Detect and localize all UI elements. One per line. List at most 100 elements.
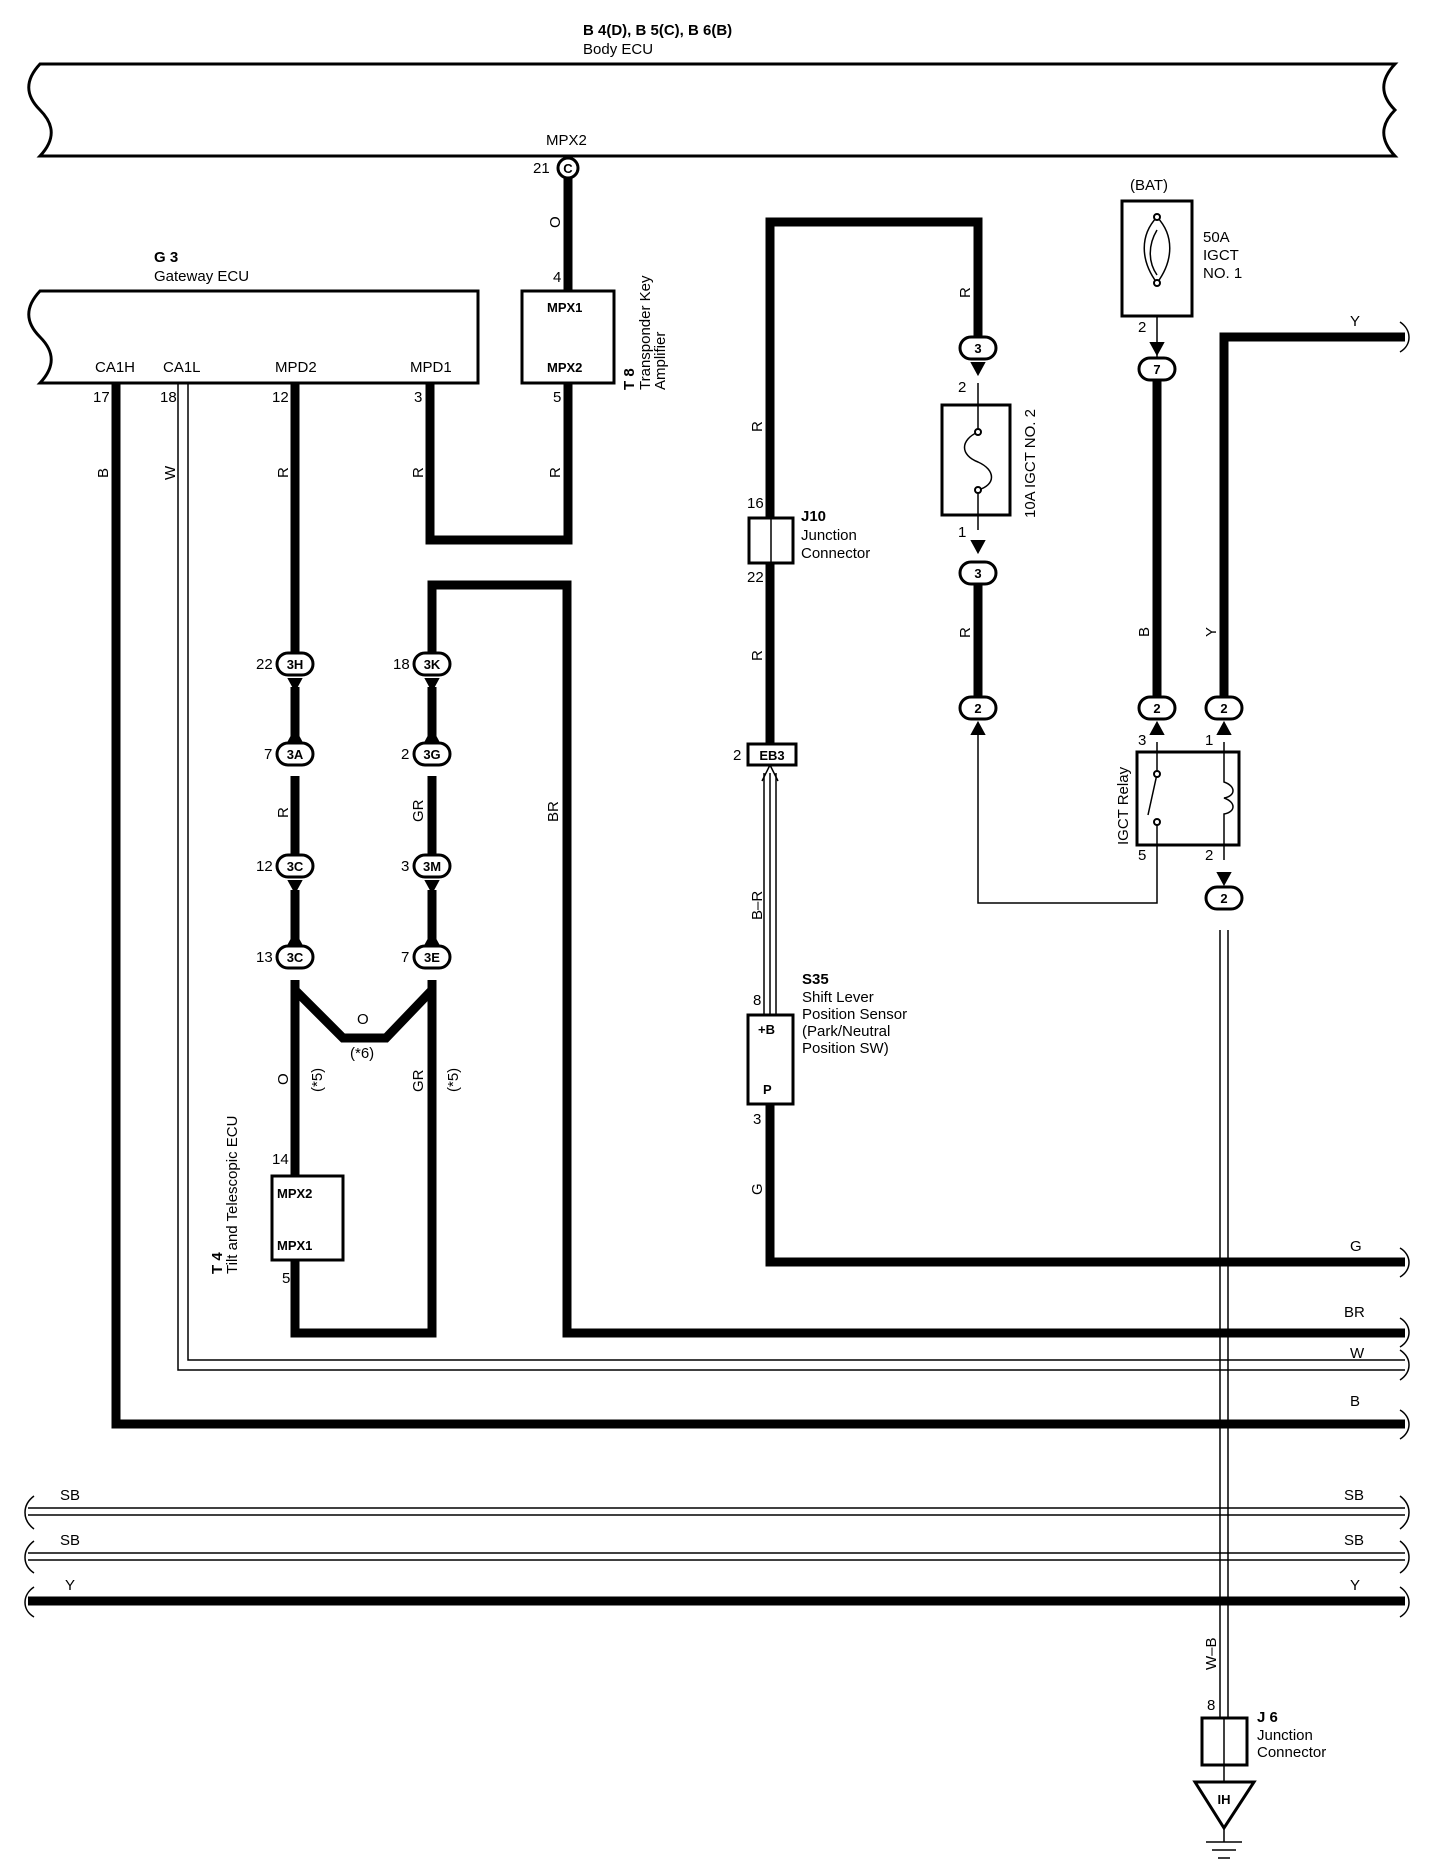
svg-text:22: 22 (256, 656, 273, 673)
svg-text:10A IGCT NO. 2: 10A IGCT NO. 2 (1022, 409, 1039, 518)
svg-text:S35: S35 (802, 971, 829, 988)
svg-text:3: 3 (753, 1111, 761, 1128)
connector-3a: 3A 7 (264, 741, 315, 767)
bus-label-sb1-left: SB (60, 1487, 80, 1504)
svg-text:3H: 3H (287, 657, 304, 672)
svg-text:P: P (763, 1082, 772, 1097)
svg-text:18: 18 (393, 656, 410, 673)
svg-text:2: 2 (1220, 701, 1227, 716)
bus-label-b: B (1350, 1393, 1360, 1410)
connector-3e: 3E 7 (401, 944, 452, 970)
svg-text:5: 5 (1138, 847, 1146, 864)
transponder-term-bottom: MPX2 (547, 360, 582, 375)
svg-text:3C: 3C (287, 950, 304, 965)
connector-relay-right: 2 (1204, 695, 1244, 721)
svg-text:Junction: Junction (801, 527, 857, 544)
connector-relay-left: 2 (1137, 695, 1177, 721)
svg-text:7: 7 (401, 949, 409, 966)
gateway-ecu-code: G 3 (154, 249, 178, 266)
svg-text:14: 14 (272, 1151, 289, 1168)
connector-chain-right: 3K 18 3G 2 3M 3 3E 7 (393, 651, 452, 970)
svg-text:2: 2 (974, 701, 981, 716)
gateway-terminal-mpd2: MPD2 (275, 359, 317, 376)
bus-break-marks (24, 321, 1410, 1618)
svg-text:MPX1: MPX1 (277, 1238, 312, 1253)
wire-label-r-3a: R (275, 807, 292, 818)
svg-text:3G: 3G (423, 747, 440, 762)
svg-text:IGCT: IGCT (1203, 247, 1239, 264)
gateway-terminal-mpd1: MPD1 (410, 359, 452, 376)
connector-relay-bottom: 2 (1204, 885, 1244, 911)
wire-label-g-s35: G (749, 1183, 766, 1195)
transponder-pin-top: 4 (553, 269, 561, 286)
wire-label-b-r: B–R (749, 891, 766, 920)
transponder-term-top: MPX1 (547, 300, 582, 315)
svg-text:12: 12 (256, 858, 273, 875)
svg-text:Shift Lever: Shift Lever (802, 989, 874, 1006)
transponder-key-amplifier: MPX1 MPX2 4 5 T 8 Transponder Key Amplif… (520, 269, 669, 406)
eb3-connector: EB3 2 (733, 742, 798, 767)
body-ecu-name: Body ECU (583, 41, 653, 58)
connector-fuse-bottom: 3 (958, 560, 998, 586)
gateway-terminal-ca1l: CA1L (163, 359, 201, 376)
transponder-pin-bottom: 5 (553, 389, 561, 406)
svg-text:MPX2: MPX2 (277, 1186, 312, 1201)
svg-text:3: 3 (401, 858, 409, 875)
bus-label-w: W (1350, 1345, 1365, 1362)
svg-text:3C: 3C (287, 859, 304, 874)
transponder-name-1: Transponder Key (637, 275, 654, 390)
svg-text:J 6: J 6 (1257, 1709, 1278, 1726)
svg-text:J10: J10 (801, 508, 826, 525)
connector-bat: 7 (1137, 356, 1177, 382)
wire-label-gr-note: (*5) (445, 1068, 462, 1092)
connector-fuse-top: 3 (958, 335, 998, 361)
wire-label-r-fuse-bottom: R (957, 627, 974, 638)
svg-text:3K: 3K (424, 657, 441, 672)
svg-text:13: 13 (256, 949, 273, 966)
svg-text:2: 2 (401, 746, 409, 763)
connector-3c-upper: 3C 12 (256, 853, 315, 879)
wire-label-br: BR (545, 801, 562, 822)
svg-text:5: 5 (282, 1270, 290, 1287)
gateway-ecu-name: Gateway ECU (154, 268, 249, 285)
wire-label-gr-3g: GR (410, 799, 427, 822)
connector-3g: 3G 2 (401, 741, 452, 767)
body-ecu-code: B 4(D), B 5(C), B 6(B) (583, 22, 732, 39)
connector-3m: 3M 3 (401, 853, 452, 879)
svg-text:50A: 50A (1203, 229, 1230, 246)
body-ecu-connector: C (556, 156, 580, 180)
svg-text:7: 7 (264, 746, 272, 763)
heavy-wires (28, 178, 1405, 1606)
svg-text:3: 3 (974, 566, 981, 581)
wire-label-o-body: O (547, 216, 564, 228)
svg-text:2: 2 (1153, 701, 1160, 716)
bus-label-sb2-right: SB (1344, 1532, 1364, 1549)
svg-text:2: 2 (1205, 847, 1213, 864)
gateway-pin-12: 12 (272, 389, 289, 406)
bus-labels: Y G BR W B SB SB SB SB Y Y (60, 313, 1365, 1594)
wire-label-w-ca1l: W (162, 465, 179, 480)
wire-label-r-fuse-top: R (957, 287, 974, 298)
bus-label-y-left: Y (65, 1577, 75, 1594)
gateway-pin-3: 3 (414, 389, 422, 406)
bus-label-y-top: Y (1350, 313, 1360, 330)
gateway-pin-17: 17 (93, 389, 110, 406)
svg-text:7: 7 (1153, 362, 1160, 377)
wire-label-o-note: (*5) (309, 1068, 326, 1092)
bus-label-sb1-right: SB (1344, 1487, 1364, 1504)
bus-label-g: G (1350, 1238, 1362, 1255)
svg-text:1: 1 (1205, 732, 1213, 749)
svg-text:IH: IH (1218, 1792, 1231, 1807)
wire-label-r-t8: R (547, 467, 564, 478)
svg-text:Connector: Connector (801, 545, 870, 562)
fuse-10a-igct-no2: 3 2 1 10A IGCT NO. 2 3 2 (940, 335, 1039, 735)
transponder-name-2: Amplifier (652, 332, 669, 390)
wire-label-r-j10-top: R (749, 421, 766, 432)
wire-label-r-mpd1: R (410, 467, 427, 478)
body-ecu-connector-label: C (563, 161, 573, 176)
bus-label-y-right: Y (1350, 1577, 1360, 1594)
gateway-terminal-ca1h: CA1H (95, 359, 135, 376)
svg-text:T 4: T 4 (209, 1252, 226, 1274)
gateway-pin-18: 18 (160, 389, 177, 406)
